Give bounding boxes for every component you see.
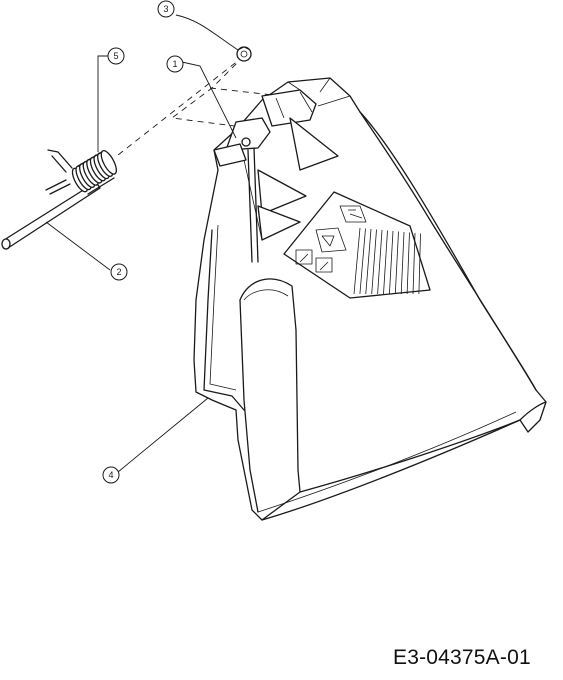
callout-3: 3 [157, 0, 175, 18]
spring-icon [45, 149, 117, 195]
alignment-lines [117, 55, 301, 156]
callout-2: 2 [110, 263, 128, 281]
decal-hatch-line [365, 228, 372, 295]
decal-hatch-line [394, 231, 399, 295]
decal-hatch-line [406, 232, 410, 295]
svg-text:5: 5 [113, 51, 118, 61]
svg-text:4: 4 [108, 470, 113, 480]
decal-hatch-line [400, 231, 405, 295]
nut-icon [236, 46, 252, 62]
drawing-code: E3-04375A-01 [393, 646, 531, 669]
leaders [45, 14, 239, 473]
svg-text:3: 3 [163, 4, 168, 14]
warning-decal-icon [283, 191, 431, 299]
decal-hatch-line [377, 229, 383, 295]
decal-hatch-line [371, 229, 377, 295]
decal-hatch-line [359, 228, 366, 295]
callout-5: 5 [107, 47, 125, 65]
decal-hatch-line [418, 233, 421, 295]
svg-text:2: 2 [116, 267, 121, 277]
svg-text:1: 1 [172, 59, 177, 69]
decal-hatch-line [389, 230, 394, 295]
decal-hatch-line [353, 227, 361, 295]
spring-coil [100, 150, 117, 175]
callout-1: 1 [166, 55, 184, 73]
deflector-shield-icon [193, 77, 547, 521]
decal-hatch-line [383, 230, 388, 295]
callout-4: 4 [102, 466, 120, 484]
decal-hatch-line [412, 232, 416, 295]
